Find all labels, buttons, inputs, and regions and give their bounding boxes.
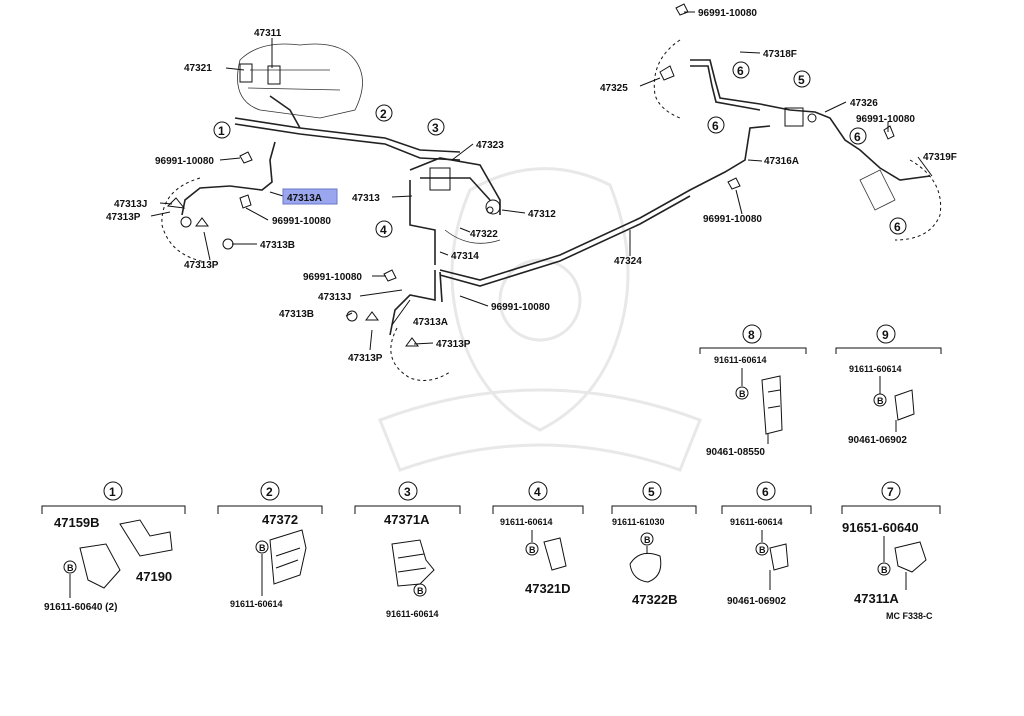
label-47312: 47312 bbox=[528, 209, 556, 220]
detail-9-clamp-pn: 90461-06902 bbox=[848, 435, 907, 446]
detail-7-bolt-symbol: B bbox=[881, 565, 888, 575]
inset-circle-topleft bbox=[161, 177, 206, 263]
detail-9-bolt-pn: 91611-60614 bbox=[849, 364, 902, 374]
detail-8-clamp-pn: 90461-08550 bbox=[706, 447, 765, 458]
highlight-47313A[interactable] bbox=[282, 188, 338, 205]
detail-9-number: 9 bbox=[882, 328, 889, 342]
detail-6-bolt-symbol: B bbox=[759, 545, 766, 555]
detail-6-number: 6 bbox=[762, 485, 769, 499]
detail-9-bolt-symbol: B bbox=[877, 396, 884, 406]
detail-9: 9 91611-60614 B 90461-06902 bbox=[835, 324, 942, 446]
detail-4-part-b: 47321D bbox=[525, 581, 571, 596]
front-left-line bbox=[389, 270, 443, 336]
watermark-emblem bbox=[378, 167, 702, 472]
detail-7-number: 7 bbox=[887, 485, 894, 499]
label-47324: 47324 bbox=[614, 256, 642, 267]
callout-2: 2 bbox=[380, 107, 387, 121]
label-47325: 47325 bbox=[600, 83, 628, 94]
callout-6d: 6 bbox=[894, 220, 901, 234]
label-47314: 47314 bbox=[451, 251, 479, 262]
label-96991-10080-c: 96991-10080 bbox=[303, 272, 362, 283]
label-47321: 47321 bbox=[184, 63, 212, 74]
label-47313A-bot: 47313A bbox=[413, 317, 448, 328]
detail-6-part-b: 90461-06902 bbox=[727, 596, 786, 607]
detail-4: 4 91611-60614 B 47321D bbox=[492, 481, 584, 596]
detail-3-number: 3 bbox=[404, 485, 411, 499]
label-47318F: 47318F bbox=[763, 49, 797, 60]
label-47313P-top: 47313P bbox=[184, 260, 219, 271]
detail-1-bolt-symbol: B bbox=[67, 563, 74, 573]
detail-5-number: 5 bbox=[648, 485, 655, 499]
detail-1-part-b: 47190 bbox=[136, 569, 172, 584]
detail-4-number: 4 bbox=[534, 485, 541, 499]
callouts: 1 2 3 4 5 6 6 6 6 bbox=[213, 61, 907, 238]
detail-8: 8 91611-60614 B 90461-08550 bbox=[699, 324, 807, 458]
detail-4-bolt-symbol: B bbox=[529, 545, 536, 555]
detail-1-number: 1 bbox=[109, 485, 116, 499]
detail-2-number: 2 bbox=[266, 485, 273, 499]
detail-6: 6 91611-60614 B 90461-06902 bbox=[721, 481, 812, 607]
label-96991-10080-b: 96991-10080 bbox=[272, 216, 331, 227]
label-47313J-top: 47313J bbox=[114, 199, 147, 210]
label-47313: 47313 bbox=[352, 193, 380, 204]
detail-1-part-a: 47159B bbox=[54, 515, 100, 530]
detail-5-bolt-pn: 91611-61030 bbox=[612, 517, 665, 527]
callout-6c: 6 bbox=[854, 130, 861, 144]
detail-5-part-b: 47322B bbox=[632, 592, 678, 607]
detail-8-number: 8 bbox=[748, 328, 755, 342]
detail-8-bolt-pn: 91611-60614 bbox=[714, 355, 767, 365]
detail-4-bolt-pn: 91611-60614 bbox=[500, 517, 553, 527]
detail-7: 7 91651-60640 B 47311A MC F338-C bbox=[841, 481, 941, 621]
inset-circle-right bbox=[894, 159, 942, 241]
callout-3: 3 bbox=[432, 121, 439, 135]
label-47313B-top: 47313B bbox=[260, 240, 295, 251]
part-labels: 47311 47321 96991-10080 47313J 47313P 47… bbox=[106, 8, 957, 364]
detail-5-bolt-symbol: B bbox=[644, 535, 651, 545]
rear-brake-line bbox=[439, 59, 931, 287]
callout-1: 1 bbox=[218, 124, 225, 138]
label-47313A-highlight[interactable]: 47313A bbox=[287, 193, 322, 204]
detail-2-bolt-symbol: B bbox=[259, 543, 266, 553]
label-47313B-bot: 47313B bbox=[279, 309, 314, 320]
detail-1-part-c: 91611-60640 (2) bbox=[44, 602, 117, 613]
label-47316A: 47316A bbox=[764, 156, 799, 167]
detail-7-bolt-pn: 91651-60640 bbox=[842, 520, 919, 535]
callout-6b: 6 bbox=[712, 119, 719, 133]
detail-5: 5 91611-61030 B 47322B bbox=[611, 481, 697, 607]
label-96991-10080-g: 96991-10080 bbox=[856, 114, 915, 125]
detail-3-bolt-symbol: B bbox=[417, 586, 424, 596]
label-96991-10080-a: 96991-10080 bbox=[155, 156, 214, 167]
detail-2-part-a: 47372 bbox=[262, 512, 298, 527]
label-47322: 47322 bbox=[470, 229, 498, 240]
label-96991-10080-d: 96991-10080 bbox=[491, 302, 550, 313]
detail-3-part-a: 47371A bbox=[384, 512, 430, 527]
leader-lines bbox=[150, 11, 933, 351]
detail-1: 1 47159B B 47190 91611-60640 (2) bbox=[41, 481, 186, 613]
label-47319F: 47319F bbox=[923, 152, 957, 163]
label-47313P-botright: 47313P bbox=[436, 339, 471, 350]
inset-circle-topright bbox=[653, 39, 681, 119]
junction-block bbox=[409, 157, 501, 265]
detail-7-part-b: 47311A bbox=[854, 591, 899, 606]
diagram-code: MC F338-C bbox=[886, 611, 933, 621]
callout-6a: 6 bbox=[737, 64, 744, 78]
callout-5: 5 bbox=[798, 73, 805, 87]
detail-8-bolt-symbol: B bbox=[739, 389, 746, 399]
detail-2-part-c: 91611-60614 bbox=[230, 599, 283, 609]
label-96991-10080-e: 96991-10080 bbox=[703, 214, 762, 225]
detail-3-part-c: 91611-60614 bbox=[386, 609, 439, 619]
label-47326: 47326 bbox=[850, 98, 878, 109]
detail-3: 3 47371A B 91611-60614 bbox=[354, 481, 461, 619]
label-47313P-topleft: 47313P bbox=[106, 212, 141, 223]
inset-circle-bottom bbox=[390, 327, 451, 381]
label-96991-10080-f: 96991-10080 bbox=[698, 8, 757, 19]
label-47311: 47311 bbox=[254, 28, 282, 39]
label-47313J-bot: 47313J bbox=[318, 292, 351, 303]
label-47323: 47323 bbox=[476, 140, 504, 151]
detail-6-bolt-pn: 91611-60614 bbox=[730, 517, 783, 527]
detail-2: 2 47372 B 91611-60614 bbox=[217, 481, 323, 609]
callout-4: 4 bbox=[380, 223, 387, 237]
label-47313P-botleft: 47313P bbox=[348, 353, 383, 364]
